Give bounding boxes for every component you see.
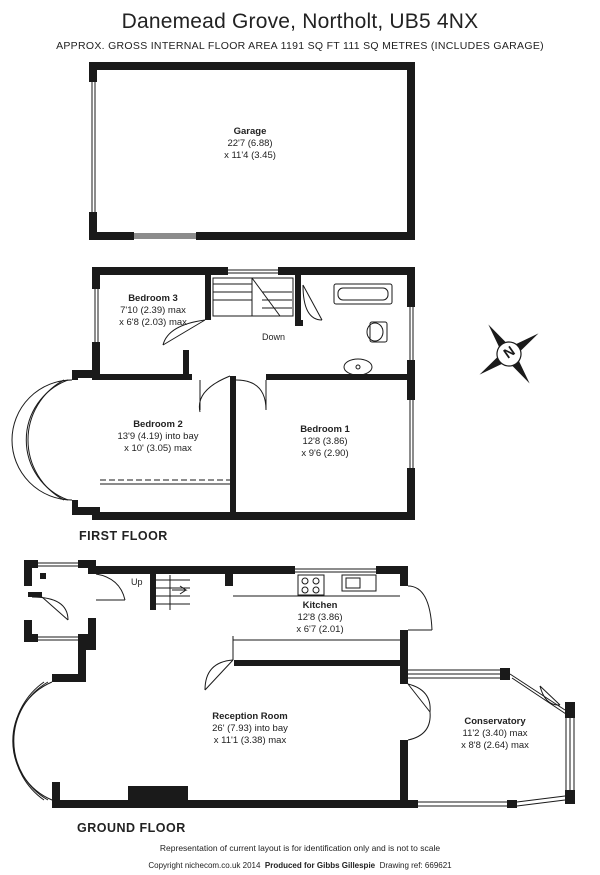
bedroom3-name: Bedroom 3 xyxy=(128,293,178,304)
kitchen-name: Kitchen xyxy=(302,600,338,611)
bedroom1-label: Bedroom 1 12'8 (3.86) x 9'6 (2.90) xyxy=(270,424,380,460)
floor-area-subtitle: APPROX. GROSS INTERNAL FLOOR AREA 1191 S… xyxy=(56,40,544,52)
bedroom3-dim2: x 6'8 (2.03) max xyxy=(119,317,187,328)
drawing-ref-text: Drawing ref: 669621 xyxy=(379,861,452,870)
garage-label: Garage 22'7 (6.88) x 11'4 (3.45) xyxy=(190,126,310,162)
conservatory-dim2: x 8'8 (2.64) max xyxy=(461,740,529,751)
garage-walls xyxy=(89,62,415,240)
bedroom2-dim1: 13'9 (4.19) into bay xyxy=(117,431,199,442)
kitchen-label: Kitchen 12'8 (3.86) x 6'7 (2.01) xyxy=(270,600,370,636)
garage-dim2: x 11'4 (3.45) xyxy=(224,150,276,161)
bedroom2-label: Bedroom 2 13'9 (4.19) into bay x 10' (3.… xyxy=(88,419,228,455)
bedroom2-dim2: x 10' (3.05) max xyxy=(124,443,192,454)
first-floor-label: FIRST FLOOR xyxy=(79,529,168,543)
stairs-down-label: Down xyxy=(262,332,286,342)
copyright-text: Copyright nichecom.co.uk 2014 xyxy=(148,861,261,870)
stairs-up-label: Up xyxy=(131,577,143,587)
ground-floor-label: GROUND FLOOR xyxy=(77,821,186,835)
kitchen-dim2: x 6'7 (2.01) xyxy=(296,624,344,635)
bedroom3-dim1: 7'10 (2.39) max xyxy=(120,305,186,316)
conservatory-dim1: 11'2 (3.40) max xyxy=(462,728,528,739)
page-title: Danemead Grove, Northolt, UB5 4NX xyxy=(121,10,479,33)
garage-dim1: 22'7 (6.88) xyxy=(227,138,273,149)
reception-label: Reception Room 26' (7.93) into bay x 11'… xyxy=(180,711,320,747)
reception-name: Reception Room xyxy=(212,711,288,722)
bedroom1-dim1: 12'8 (3.86) xyxy=(302,436,348,447)
conservatory-name: Conservatory xyxy=(464,716,526,727)
compass-icon xyxy=(479,324,539,384)
first-floor-walls xyxy=(72,267,415,520)
bedroom1-dim2: x 9'6 (2.90) xyxy=(301,448,349,459)
bedroom3-label: Bedroom 3 7'10 (2.39) max x 6'8 (2.03) m… xyxy=(103,293,203,329)
garage-name: Garage xyxy=(233,126,267,137)
bedroom1-name: Bedroom 1 xyxy=(300,424,350,435)
disclaimer-text: Representation of current layout is for … xyxy=(159,843,441,853)
reception-dim1: 26' (7.93) into bay xyxy=(212,723,288,734)
conservatory-label: Conservatory 11'2 (3.40) max x 8'8 (2.64… xyxy=(440,716,550,752)
kitchen-dim1: 12'8 (3.86) xyxy=(297,612,343,623)
reception-dim2: x 11'1 (3.38) max xyxy=(213,735,287,746)
copyright-line: Copyright nichecom.co.uk 2014 Produced f… xyxy=(0,861,600,870)
ground-floor-walls xyxy=(24,560,575,808)
produced-for-text: Produced for Gibbs Gillespie xyxy=(264,861,376,870)
bedroom2-name: Bedroom 2 xyxy=(133,419,183,430)
